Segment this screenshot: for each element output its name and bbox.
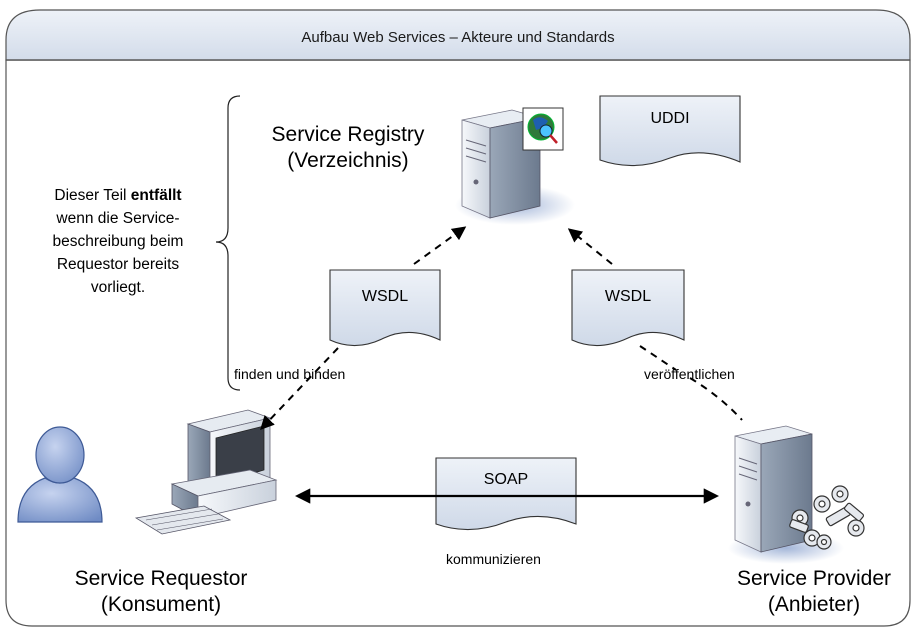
arrow-find-and-bind (260, 226, 467, 431)
requestor-label: Service Requestor (Konsument) (56, 566, 266, 618)
header-band (5, 9, 911, 61)
note-line5: vorliegt. (90, 279, 146, 296)
note-line1-pre: Dieser Teil (54, 187, 131, 204)
workstation-icon (134, 409, 278, 535)
edge-label-publish: veröffentlichen (644, 366, 735, 382)
note-text: Dieser Teil entfällt wenn die Service- b… (18, 184, 218, 299)
wsdl-document-left (329, 269, 441, 347)
wsdl-document-right (571, 269, 685, 347)
note-line4: Requestor bereits (56, 256, 180, 273)
uddi-document (599, 95, 741, 167)
wsdl-left-label: WSDL (361, 288, 409, 305)
provider-label: Service Provider (Anbieter) (716, 566, 912, 618)
requestor-label-line1: Service Requestor (74, 567, 248, 590)
note-line1-bold: entfällt (130, 187, 182, 204)
nuts-and-bolts-icon (789, 485, 865, 550)
soap-label: SOAP (483, 471, 529, 488)
provider-label-line1: Service Provider (736, 567, 892, 590)
registry-label-line2: (Verzeichnis) (287, 149, 409, 172)
user-icon (17, 426, 103, 523)
edge-label-communicate: kommunizieren (446, 551, 541, 567)
globe-search-icon (522, 107, 564, 151)
note-line3: beschreibung beim (52, 233, 184, 250)
diagram-title: Aufbau Web Services – Akteure und Standa… (301, 29, 615, 46)
arrow-publish (567, 228, 743, 421)
uddi-label: UDDI (650, 110, 690, 127)
provider-label-line2: (Anbieter) (767, 593, 861, 616)
registry-label: Service Registry (Verzeichnis) (248, 122, 448, 174)
registry-label-line1: Service Registry (271, 123, 425, 146)
wsdl-right-label: WSDL (604, 288, 652, 305)
edge-label-find: finden und binden (234, 366, 346, 382)
note-brace (215, 95, 241, 391)
requestor-label-line2: (Konsument) (100, 593, 222, 616)
note-line2: wenn die Service- (56, 210, 180, 227)
